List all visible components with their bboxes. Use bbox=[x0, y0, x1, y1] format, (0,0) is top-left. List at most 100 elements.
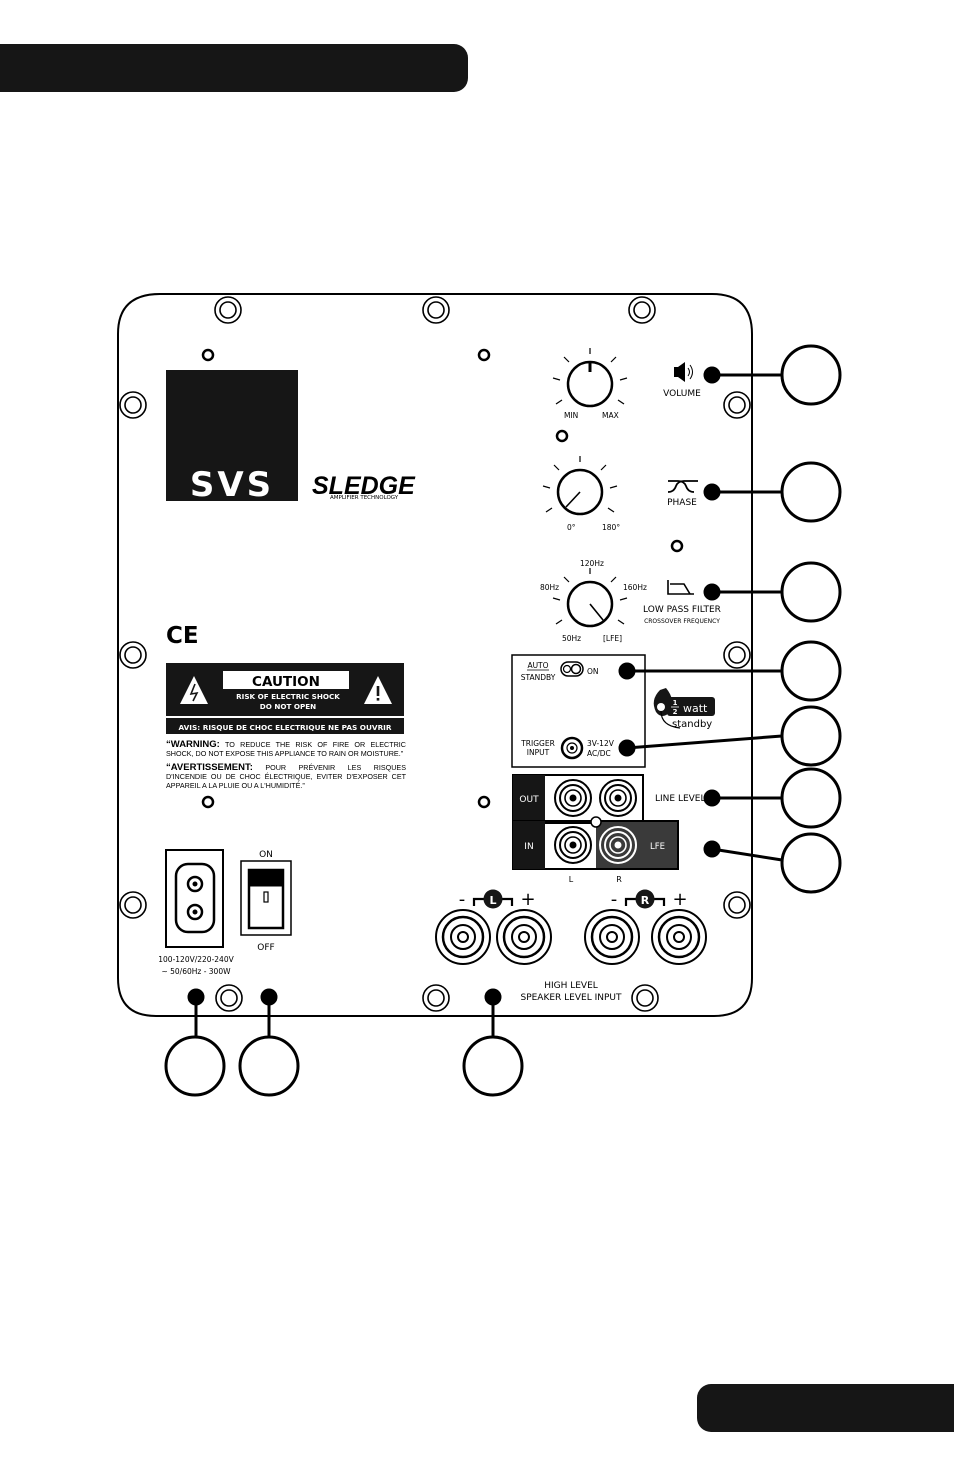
speaker-input-label-1: HIGH LEVEL bbox=[544, 981, 598, 991]
lowpass-sublabel: CROSSOVER FREQUENCY bbox=[644, 618, 720, 625]
screw-icon bbox=[119, 391, 147, 419]
line-in-l-label: L bbox=[569, 875, 574, 884]
rca-jack-out-left[interactable] bbox=[554, 779, 592, 817]
rca-jack-in-right-lfe[interactable] bbox=[599, 826, 637, 864]
screw-icon bbox=[723, 641, 751, 669]
footer-bar bbox=[697, 1384, 954, 1432]
phase-min: 0° bbox=[567, 523, 576, 532]
svg-text:-: - bbox=[611, 889, 618, 910]
speaker-right-polarity: - R + bbox=[611, 889, 688, 910]
caution-label: CAUTION RISK OF ELECTRIC SHOCK DO NOT OP… bbox=[166, 663, 404, 734]
screw-icon bbox=[422, 296, 450, 324]
power-rating-2: ~ 50/60Hz - 300W bbox=[161, 967, 231, 976]
lightning-warning-icon bbox=[180, 676, 208, 704]
lowpass-tick-50: 50Hz bbox=[562, 634, 581, 643]
avert-body: POUR PRÉVENIR LES RISQUES D'INCENDIE OU … bbox=[166, 763, 406, 790]
power-inlet[interactable] bbox=[165, 849, 224, 948]
svg-text:L: L bbox=[489, 894, 496, 907]
binding-post-left-neg[interactable] bbox=[435, 909, 491, 965]
rca-jack-out-right[interactable] bbox=[599, 779, 637, 817]
svg-text:standby: standby bbox=[672, 719, 712, 730]
rca-jack-in-left[interactable] bbox=[554, 826, 592, 864]
line-level-label: LINE LEVEL bbox=[655, 794, 706, 804]
line-in-label: IN bbox=[524, 842, 533, 852]
line-out-label: OUT bbox=[519, 795, 539, 805]
speaker-input-label-2: SPEAKER LEVEL INPUT bbox=[520, 993, 622, 1003]
power-switch[interactable] bbox=[240, 860, 292, 936]
sledge-logo: SLEDGE bbox=[312, 472, 416, 500]
callouts-bottom bbox=[164, 988, 524, 1097]
screw-icon bbox=[215, 984, 243, 1012]
lowpass-tick-lfe: [LFE] bbox=[603, 634, 622, 643]
exclamation-warning-icon bbox=[364, 676, 392, 704]
volume-min: MIN bbox=[564, 411, 578, 420]
trigger-label-1: TRIGGER bbox=[520, 739, 555, 748]
phase-icon bbox=[667, 480, 698, 493]
lfe-label: LFE bbox=[650, 842, 665, 852]
lowpass-tick-80: 80Hz bbox=[540, 583, 559, 592]
trigger-voltage-2: AC/DC bbox=[587, 749, 611, 758]
screw-icon bbox=[723, 891, 751, 919]
caution-avis: AVIS: RISQUE DE CHOC ELECTRIQUE NE PAS O… bbox=[178, 723, 391, 732]
phase-max: 180° bbox=[602, 523, 620, 532]
svg-text:R: R bbox=[641, 894, 650, 907]
phase-knob[interactable] bbox=[542, 456, 618, 516]
svs-logo bbox=[166, 370, 298, 501]
ce-mark: CE bbox=[166, 623, 199, 649]
binding-post-left-pos[interactable] bbox=[496, 909, 552, 965]
speaker-left-polarity: - L + bbox=[459, 889, 536, 910]
header-bar bbox=[0, 44, 468, 92]
svg-text:2: 2 bbox=[673, 708, 678, 716]
caution-line1: RISK OF ELECTRIC SHOCK bbox=[236, 692, 340, 701]
standby-standby-label: STANDBY bbox=[521, 673, 556, 682]
volume-knob[interactable] bbox=[552, 348, 628, 408]
standby-on-label: ON bbox=[587, 667, 599, 676]
trigger-voltage-1: 3V-12V bbox=[587, 739, 615, 748]
ground-screw bbox=[590, 816, 602, 828]
panel-outline bbox=[117, 293, 753, 1017]
lowpass-knob[interactable] bbox=[552, 568, 628, 628]
low-pass-filter-icon bbox=[667, 580, 694, 595]
warning-french: “AVERTISSEMENT: POUR PRÉVENIR LES RISQUE… bbox=[166, 763, 406, 790]
caution-title: CAUTION bbox=[252, 674, 320, 690]
svg-text:+: + bbox=[520, 889, 535, 910]
binding-post-right-pos[interactable] bbox=[651, 909, 707, 965]
callouts-right bbox=[618, 344, 842, 894]
volume-label: VOLUME bbox=[663, 389, 701, 399]
mounting-screws bbox=[119, 296, 751, 1012]
lowpass-label: LOW PASS FILTER bbox=[643, 605, 721, 615]
standby-auto-label: AUTO bbox=[527, 661, 548, 670]
svg-text:+: + bbox=[672, 889, 687, 910]
phase-label: PHASE bbox=[667, 498, 697, 508]
lowpass-tick-120: 120Hz bbox=[580, 559, 604, 568]
power-off-label: OFF bbox=[257, 943, 274, 953]
svg-text:1: 1 bbox=[673, 699, 678, 707]
standby-toggle-switch[interactable] bbox=[560, 661, 584, 677]
svg-text:watt: watt bbox=[683, 702, 708, 715]
svg-text:-: - bbox=[459, 889, 466, 910]
screw-icon bbox=[628, 296, 656, 324]
power-on-label: ON bbox=[259, 850, 273, 860]
power-rating-1: 100-120V/220-240V bbox=[158, 955, 234, 964]
warning-body: TO REDUCE THE RISK OF FIRE OR ELECTRIC S… bbox=[166, 740, 406, 758]
avert-head: “AVERTISSEMENT: bbox=[166, 762, 253, 773]
warning-head: “WARNING: bbox=[166, 739, 220, 750]
standby-trigger-panel bbox=[511, 654, 646, 768]
lowpass-tick-160: 160Hz bbox=[623, 583, 647, 592]
svs-logo-text: SVS bbox=[190, 465, 274, 505]
sledge-subtitle: AMPLIFIER TECHNOLOGY bbox=[330, 495, 399, 501]
binding-post-right-neg[interactable] bbox=[584, 909, 640, 965]
warning-english: “WARNING: TO REDUCE THE RISK OF FIRE OR … bbox=[166, 740, 406, 758]
screw-icon bbox=[119, 891, 147, 919]
screw-icon bbox=[422, 984, 450, 1012]
screw-icon bbox=[214, 296, 242, 324]
trigger-label-2: INPUT bbox=[527, 748, 550, 757]
screw-icon bbox=[119, 641, 147, 669]
small-holes bbox=[201, 348, 684, 809]
trigger-input-jack[interactable] bbox=[560, 736, 584, 760]
half-watt-standby-badge: 1 2 watt standby bbox=[653, 688, 715, 730]
screw-icon bbox=[723, 391, 751, 419]
speaker-icon bbox=[674, 362, 693, 382]
line-in-r-label: R bbox=[616, 875, 622, 884]
